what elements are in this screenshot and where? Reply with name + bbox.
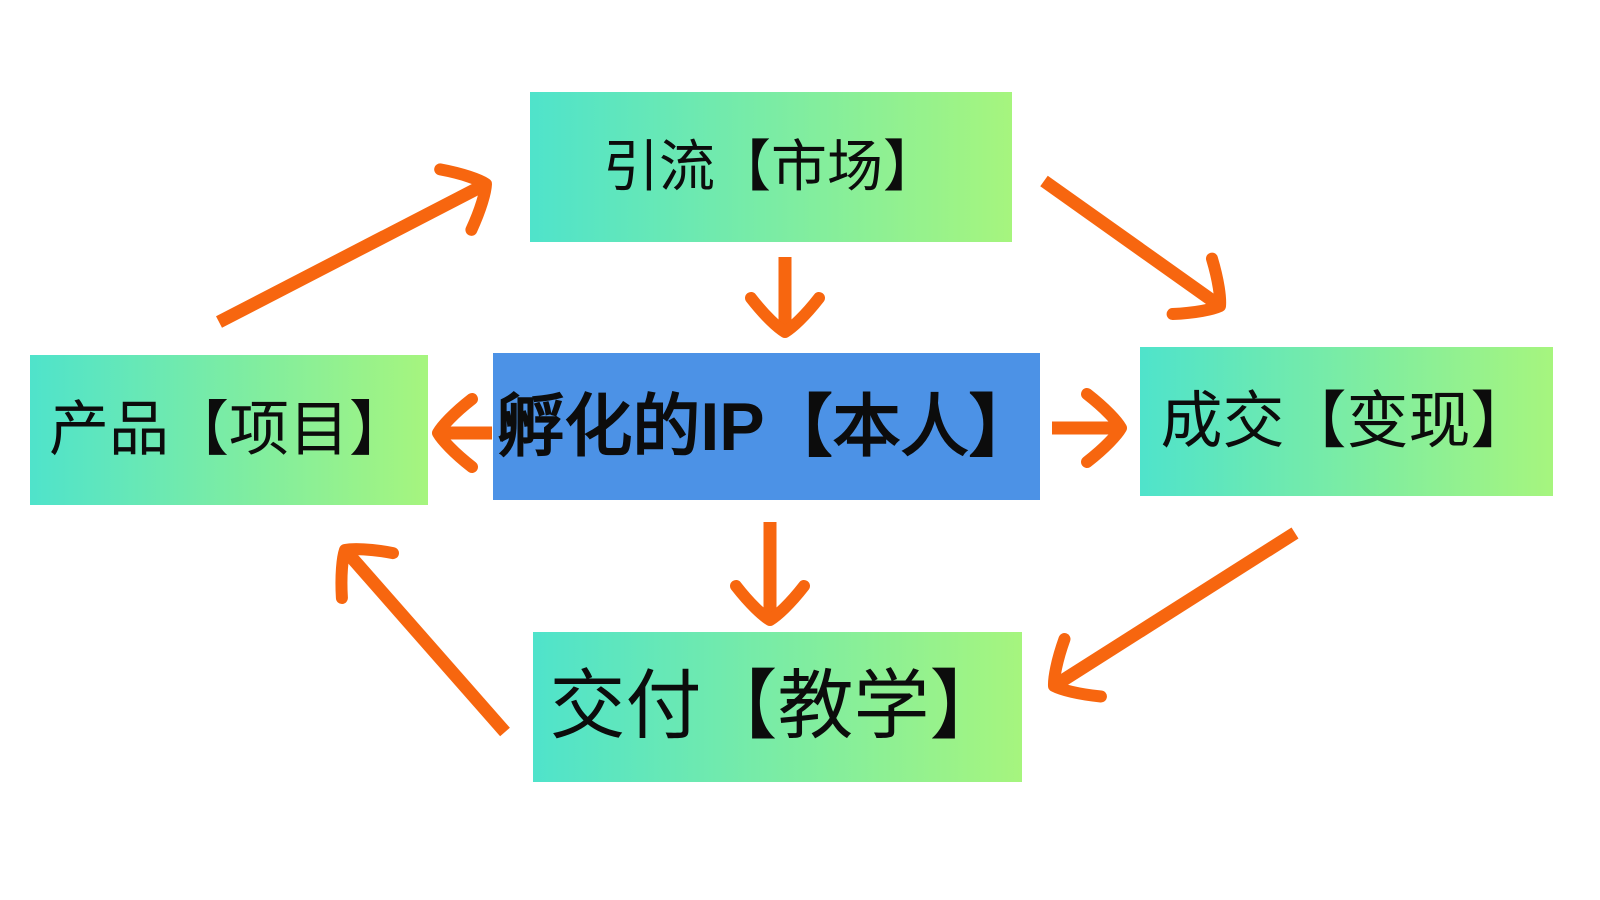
node-traffic: 引流【市场】 [530,92,1012,242]
node-product: 产品【项目】 [30,355,428,505]
node-deal: 成交【变现】 [1140,347,1553,496]
arrow-product-to-traffic [216,163,492,328]
arrow-traffic-to-deal [1040,175,1227,321]
node-delivery: 交付【教学】 [533,632,1022,782]
arrow-deal-to-delivery [1047,527,1299,703]
node-ip-center: 孵化的IP【本人】 [493,353,1040,500]
arrow-delivery-to-product [335,543,510,737]
